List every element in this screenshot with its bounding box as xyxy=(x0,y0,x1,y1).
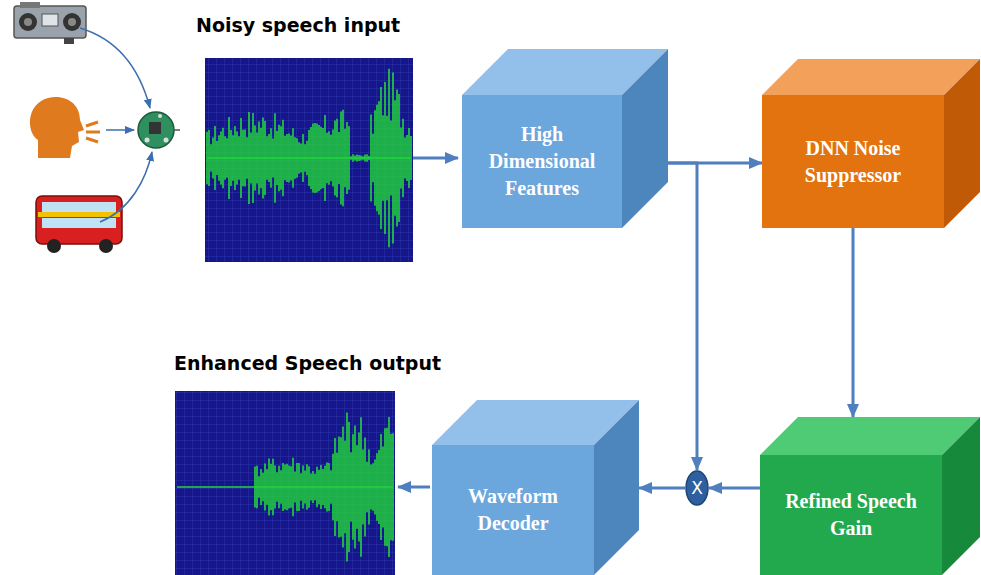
input-arrow xyxy=(413,157,458,160)
wave-axis xyxy=(177,486,393,488)
flow-arrow xyxy=(852,228,855,417)
panel-title: Enhanced Speech output xyxy=(174,352,441,374)
multiplier-circle: X xyxy=(685,470,709,506)
mic-lead xyxy=(174,129,180,131)
node-text: Waveform Decoder xyxy=(446,483,580,537)
microphone-board xyxy=(138,112,174,148)
output-arrow xyxy=(398,486,430,489)
bus-icon xyxy=(36,196,122,253)
node-text: High Dimensional Features xyxy=(476,121,608,202)
flow-arrow xyxy=(709,487,760,490)
waveform-panel xyxy=(175,391,395,575)
source-arrow xyxy=(106,129,134,131)
feature-block: High Dimensional Features xyxy=(462,95,622,228)
block-extrusion xyxy=(462,49,668,228)
speaker-head-icon xyxy=(30,97,100,158)
boombox-icon xyxy=(14,2,86,44)
waveform-grid xyxy=(205,58,413,262)
source-arrow xyxy=(80,28,150,108)
node-text: DNN Noise Suppressor xyxy=(776,135,930,189)
panel-title: Noisy speech input xyxy=(196,14,400,36)
waveform-panel xyxy=(205,58,413,262)
source-arrow xyxy=(100,152,152,222)
waveform-grid xyxy=(175,391,395,575)
decoder-block: Waveform Decoder xyxy=(432,445,594,575)
suppressor-block: DNN Noise Suppressor xyxy=(762,95,944,228)
wave-axis xyxy=(207,157,411,159)
node-text: Refined Speech Gain xyxy=(774,488,928,542)
node-text: X xyxy=(691,477,703,500)
gain-block: Refined Speech Gain xyxy=(760,455,942,575)
enhanced-waveform xyxy=(177,412,393,561)
noisy-waveform xyxy=(207,69,411,248)
flow-arrow xyxy=(639,487,685,490)
